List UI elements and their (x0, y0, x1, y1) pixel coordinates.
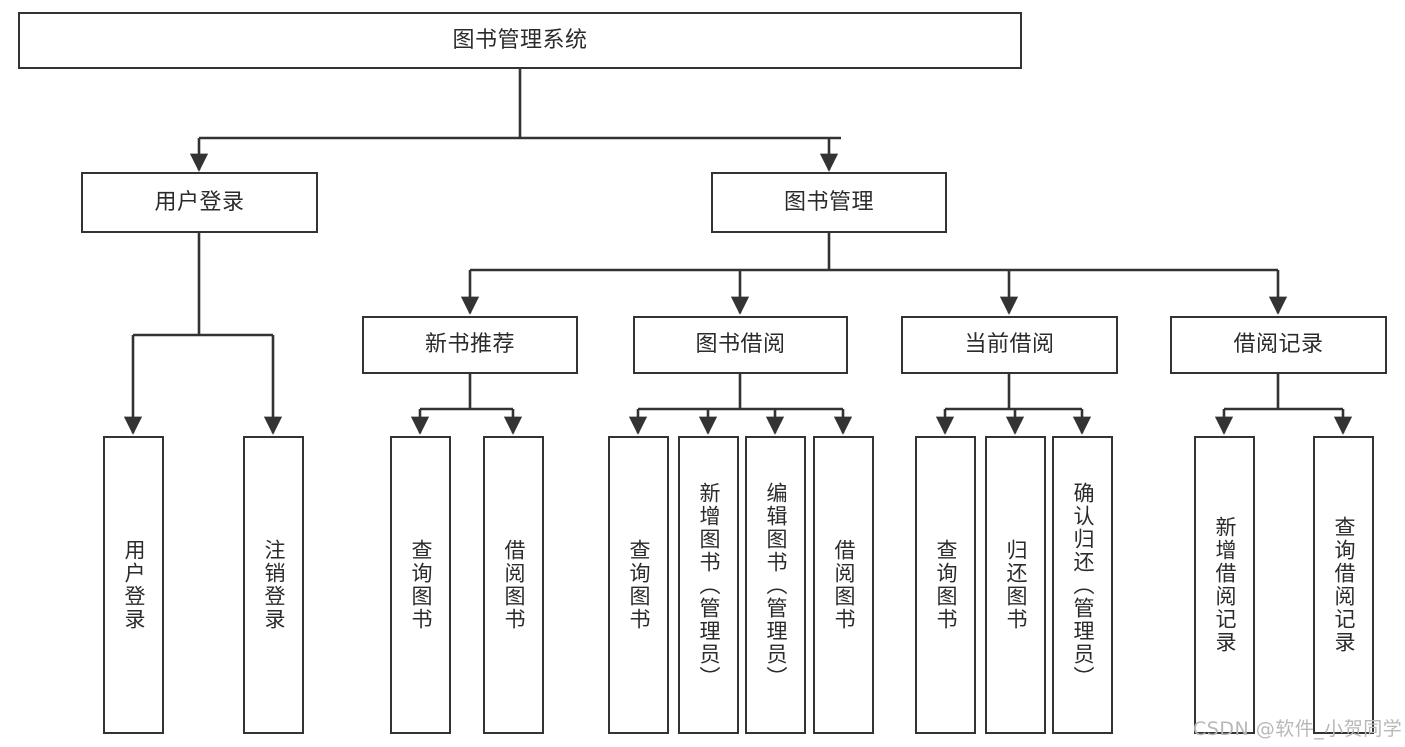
node-leaf-edit-book[interactable]: 编辑图书（管理员） (745, 436, 806, 734)
node-label: 注销登录 (262, 539, 286, 631)
node-leaf-user-login[interactable]: 用户登录 (103, 436, 164, 734)
node-label: 新书推荐 (424, 332, 515, 358)
node-label: 借阅记录 (1233, 332, 1324, 358)
node-label: 查询图书 (627, 539, 651, 631)
node-label: 查询借阅记录 (1332, 516, 1356, 654)
node-label: 用户登录 (122, 539, 146, 631)
node-leaf-borrow-book-1[interactable]: 借阅图书 (483, 436, 544, 734)
node-label: 当前借阅 (964, 332, 1055, 358)
node-leaf-return-book[interactable]: 归还图书 (985, 436, 1046, 734)
node-label: 新增借阅记录 (1213, 516, 1237, 654)
watermark-text: CSDN @软件_小贺同学 (1193, 718, 1403, 740)
node-user-login[interactable]: 用户登录 (81, 172, 318, 233)
node-label: 用户登录 (154, 189, 245, 215)
node-label: 确认归还（管理员） (1071, 481, 1095, 689)
node-new-book-rec[interactable]: 新书推荐 (362, 316, 578, 374)
node-label: 编辑图书（管理员） (764, 481, 788, 689)
node-leaf-query-record[interactable]: 查询借阅记录 (1313, 436, 1374, 734)
node-label: 查询图书 (409, 539, 433, 631)
node-root-system[interactable]: 图书管理系统 (18, 12, 1022, 69)
node-label: 借阅图书 (832, 539, 856, 631)
node-leaf-borrow-book-2[interactable]: 借阅图书 (813, 436, 874, 734)
node-label: 图书管理系统 (452, 27, 588, 53)
node-book-manage[interactable]: 图书管理 (711, 172, 947, 233)
node-label: 新增图书（管理员） (697, 481, 721, 689)
node-leaf-query-book-1[interactable]: 查询图书 (390, 436, 451, 734)
node-leaf-query-book-3[interactable]: 查询图书 (915, 436, 976, 734)
node-leaf-confirm-return[interactable]: 确认归还（管理员） (1052, 436, 1113, 734)
node-borrow-record[interactable]: 借阅记录 (1170, 316, 1387, 374)
node-current-borrow[interactable]: 当前借阅 (901, 316, 1118, 374)
node-label: 借阅图书 (502, 539, 526, 631)
node-book-borrow[interactable]: 图书借阅 (633, 316, 848, 374)
node-leaf-add-record[interactable]: 新增借阅记录 (1194, 436, 1255, 734)
node-label: 图书借阅 (695, 332, 786, 358)
node-leaf-add-book[interactable]: 新增图书（管理员） (678, 436, 739, 734)
node-label: 查询图书 (934, 539, 958, 631)
node-leaf-user-logout[interactable]: 注销登录 (243, 436, 304, 734)
node-leaf-query-book-2[interactable]: 查询图书 (608, 436, 669, 734)
node-label: 归还图书 (1004, 539, 1028, 631)
node-label: 图书管理 (783, 189, 874, 215)
